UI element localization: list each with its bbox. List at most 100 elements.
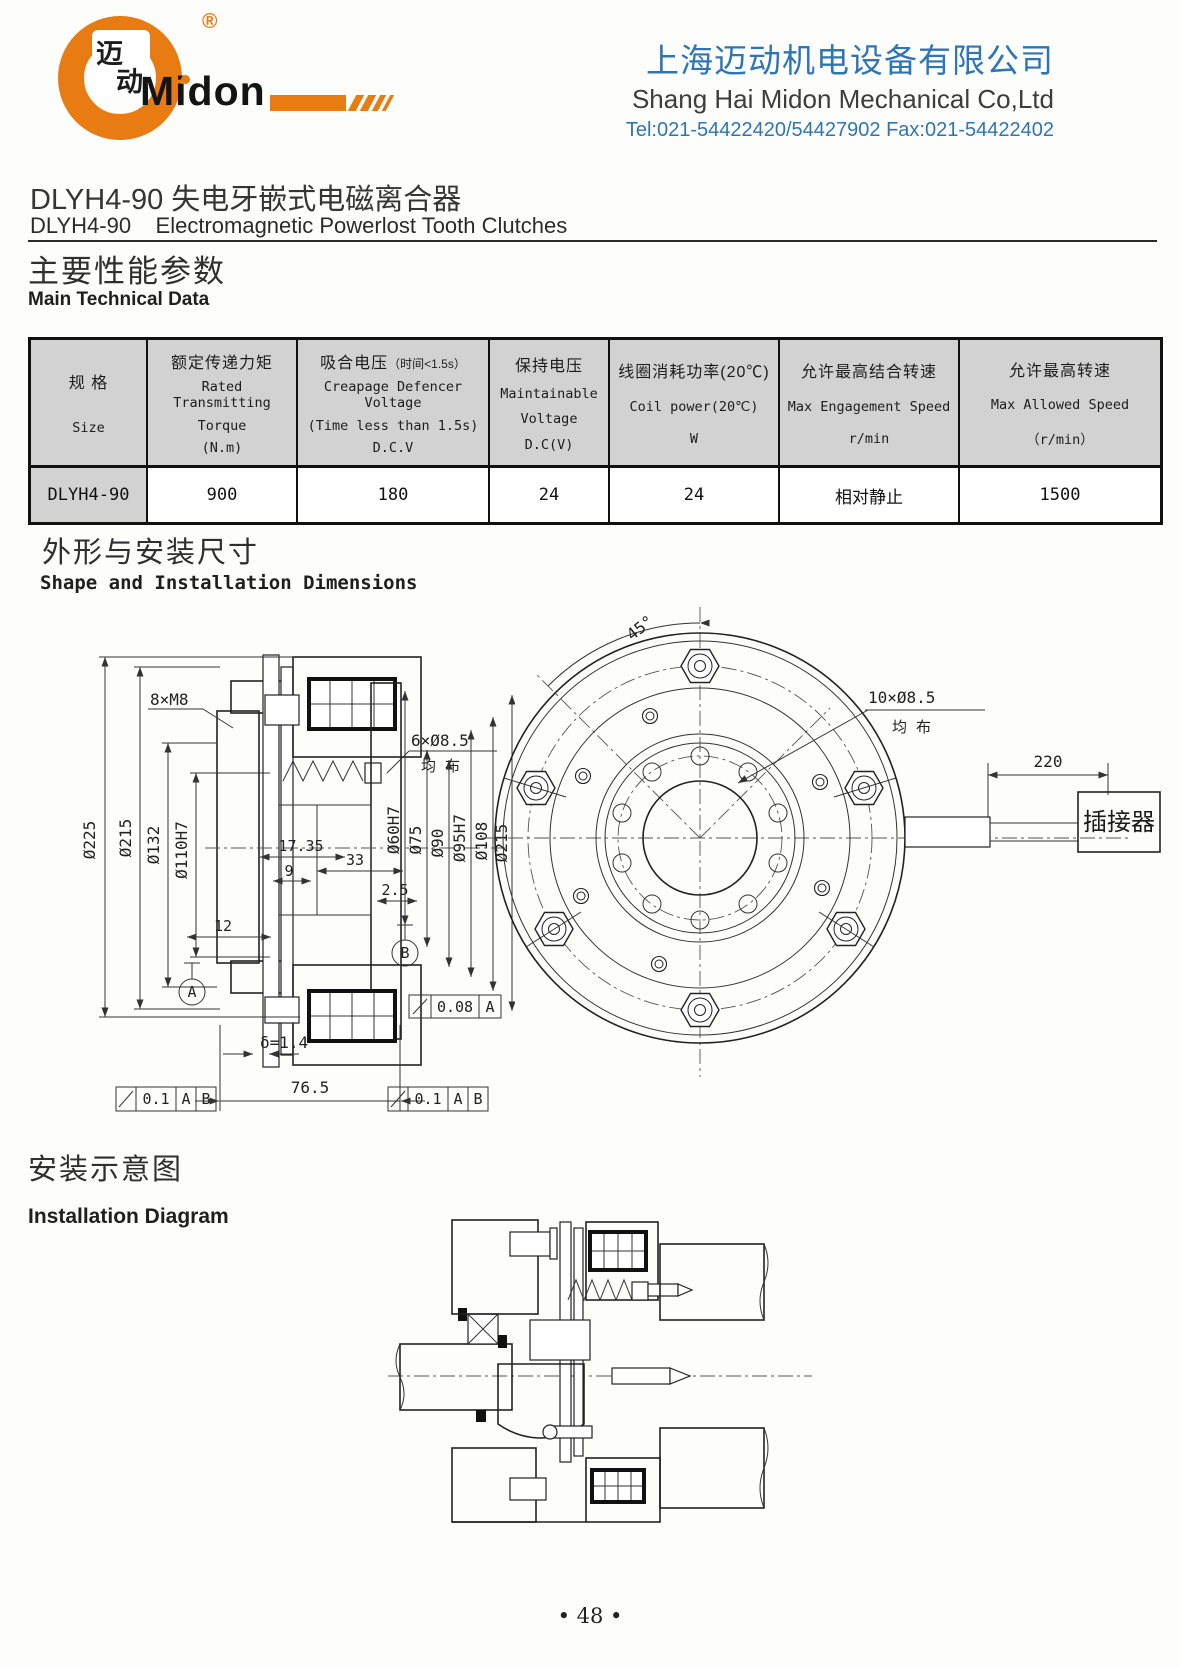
- screw-hole: [574, 767, 592, 785]
- dim-label-d225: Ø225: [80, 821, 99, 860]
- header-line: Size: [72, 420, 105, 436]
- col-header-torque: 额定传递力矩 Rated Transmitting Torque (N.m): [148, 340, 298, 468]
- tol-datum: A: [181, 1090, 190, 1108]
- cell-torque: 900: [148, 468, 298, 522]
- col-header-pickup-voltage: 吸合电压（时间<1.5s） Creapage Defencer Voltage …: [298, 340, 490, 468]
- header-line: 规 格: [68, 375, 109, 392]
- header-line: 允许最高结合转速: [800, 364, 937, 382]
- screw-hole: [811, 773, 829, 791]
- dim-17-35: 17.35: [278, 837, 323, 855]
- dim-9: 9: [284, 862, 293, 880]
- rotor-plate: [280, 666, 294, 1056]
- dim-label-d60h7: Ø60H7: [384, 806, 403, 854]
- logo-badge: 迈 动: [92, 30, 150, 97]
- seal: [498, 1335, 507, 1348]
- hex-bolt: [680, 992, 720, 1028]
- company-name-en: Shang Hai Midon Mechanical Co,Ltd: [631, 84, 1054, 115]
- angle-arc: [547, 619, 710, 687]
- runout-icon: [118, 1090, 134, 1108]
- logo-bar: [270, 95, 346, 111]
- header-line: Creapage Defencer Voltage: [323, 379, 463, 412]
- washer: [549, 1227, 558, 1260]
- bolt-hole: [768, 803, 788, 823]
- section-dims-cn: 外形与安装尺寸: [42, 537, 260, 569]
- hole-circle: [617, 755, 783, 921]
- dim-label-d108: Ø108: [472, 822, 491, 861]
- runout-icon: [390, 1090, 406, 1108]
- tolerance-frame-right: 0.1 A B: [387, 1086, 489, 1112]
- tol-datum: A: [485, 998, 494, 1016]
- dim-label-d110h7: Ø110H7: [172, 821, 191, 879]
- dim-label-d95h7: Ø95H7: [450, 814, 469, 862]
- pin: [611, 1367, 671, 1385]
- header-line: 线圈消耗功率(20℃): [618, 364, 770, 382]
- callout-junbu-r: 均 布: [892, 718, 931, 736]
- header-line: Torque: [197, 417, 247, 434]
- col-header-max-speed: 允许最高转速 Max Allowed Speed （r/min）: [960, 340, 1160, 468]
- bolt: [509, 1477, 547, 1501]
- seal: [476, 1410, 486, 1422]
- spring: [567, 1278, 633, 1302]
- cell-size: DLYH4-90: [31, 468, 148, 522]
- registered-mark: ®: [202, 10, 218, 33]
- header-line: D.C.V: [372, 440, 414, 457]
- section-install-en: Installation Diagram: [28, 1205, 229, 1228]
- col-header-coil-power: 线圈消耗功率(20℃) Coil power(20℃) W: [610, 340, 780, 468]
- bolt-hole: [642, 894, 662, 914]
- bolt-top: [264, 694, 300, 726]
- company-name-cn: 上海迈动机电设备有限公司: [646, 42, 1054, 79]
- header-line: (N.m): [201, 440, 243, 457]
- hub-circle-2: [604, 742, 796, 934]
- screw-tip: [677, 1283, 694, 1297]
- bolt-hole: [768, 853, 788, 873]
- col-header-engagement-speed: 允许最高结合转速 Max Engagement Speed r/min: [780, 340, 960, 468]
- break-line: [759, 1427, 769, 1509]
- machine-wall-top: [659, 1243, 765, 1321]
- outer-circle-2: [502, 640, 898, 1036]
- cell-engagement-speed: 相对静止: [780, 468, 960, 522]
- dim-2-5: 2.5: [381, 881, 408, 899]
- callout-6x85: 6×Ø8.5: [411, 731, 469, 750]
- spec-table-data-row: DLYH4-90 900 180 24 24 相对静止 1500: [31, 468, 1160, 522]
- section-main-data-en: Main Technical Data: [28, 289, 210, 310]
- runout-icon: [412, 998, 428, 1015]
- spec-table: 规 格 Size 额定传递力矩 Rated Transmitting Torqu…: [28, 337, 1163, 525]
- title-divider: [28, 240, 1157, 242]
- dim-220: 220: [1034, 752, 1063, 771]
- header-line: 保持电压: [514, 357, 583, 375]
- bolt-hole: [642, 762, 662, 782]
- col-header-hold-voltage: 保持电压 Maintainable Voltage D.C(V): [490, 340, 610, 468]
- header-line: D.C(V): [524, 437, 574, 454]
- bore-circle: [642, 780, 758, 896]
- drawing-installation: [388, 1219, 812, 1523]
- bolt-hole: [738, 894, 758, 914]
- dim-76-5: 76.5: [291, 1078, 330, 1097]
- header-line-small: （时间<1.5s）: [388, 356, 466, 371]
- dim-label-d90: Ø90: [428, 829, 447, 858]
- dim-33: 33: [346, 851, 364, 869]
- datum-b-label: B: [400, 944, 409, 962]
- product-title-cn: DLYH4-90 失电牙嵌式电磁离合器: [30, 184, 462, 216]
- col-header-size: 规 格 Size: [31, 340, 148, 468]
- bolt-hole: [612, 853, 632, 873]
- centerline-diag: [534, 672, 701, 839]
- header-line: r/min: [848, 430, 890, 447]
- tol-value: 0.1: [142, 1090, 169, 1108]
- coil-housing-top: [585, 1221, 659, 1301]
- connector-box: [1077, 791, 1161, 853]
- spring-plug: [364, 762, 382, 784]
- spec-table-header-row: 规 格 Size 额定传递力矩 Rated Transmitting Torqu…: [31, 340, 1160, 468]
- header-line: Maintainable: [500, 385, 598, 402]
- tol-value: 0.1: [414, 1090, 441, 1108]
- bolt-bottom: [264, 996, 300, 1024]
- tolerance-frame-left: 0.1 A B: [115, 1086, 217, 1112]
- bolt-hole: [612, 803, 632, 823]
- logo-cn-char: 动: [116, 67, 143, 97]
- header-line: Rated Transmitting: [173, 379, 271, 412]
- datum-a-label: A: [187, 983, 196, 1001]
- dim-label-d132: Ø132: [144, 826, 163, 865]
- cell-pickup-voltage: 180: [298, 468, 490, 522]
- hub-upper: [529, 1319, 591, 1361]
- break-line: [395, 1343, 405, 1411]
- tol-datum: B: [473, 1090, 482, 1108]
